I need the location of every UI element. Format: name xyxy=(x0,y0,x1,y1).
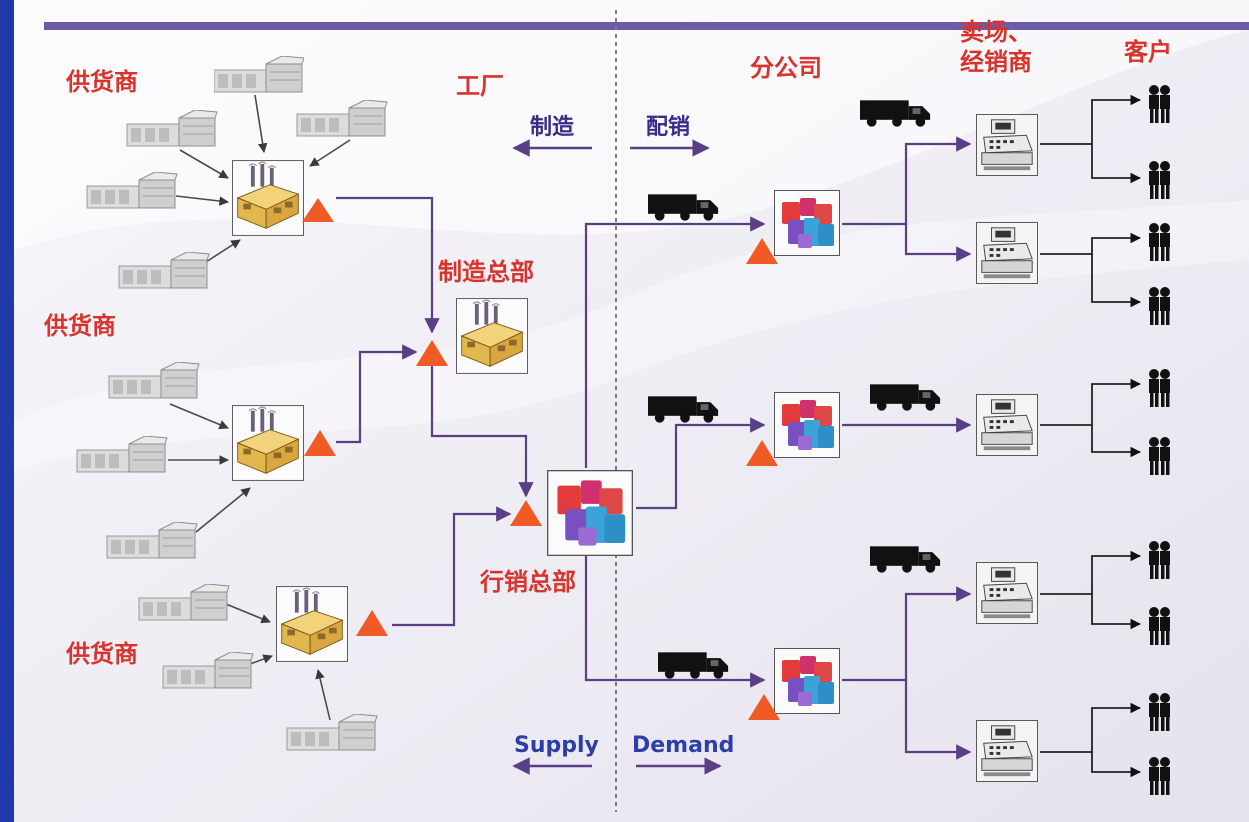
edge-branch1-retail1 xyxy=(842,136,972,226)
cash-register-icon xyxy=(976,114,1038,176)
label-demand: Demand xyxy=(632,733,734,758)
factory-icon-mfg-hq xyxy=(456,298,528,374)
background-swoosh xyxy=(14,0,1249,250)
factory-icon-mid xyxy=(232,405,304,481)
customer-edges xyxy=(1040,94,1142,778)
label-retail-line2: 经销商 xyxy=(960,48,1032,76)
inventory-triangle-icon xyxy=(302,198,334,222)
inventory-triangle-icon xyxy=(416,340,448,366)
cash-register-icon xyxy=(976,394,1038,456)
edge-factory-bottom xyxy=(392,506,512,627)
inventory-boxes-icon-branch-2 xyxy=(774,392,840,458)
inventory-triangle-icon xyxy=(748,694,780,720)
top-divider-bar xyxy=(44,22,1249,30)
cash-register-icon xyxy=(976,562,1038,624)
edge-factory-mid xyxy=(336,344,418,444)
factory-icon-bottom xyxy=(276,586,348,662)
edge-branch3-retail4 xyxy=(842,586,972,682)
cash-register-icon xyxy=(976,222,1038,284)
edge-to-branch-3 xyxy=(584,556,766,688)
inventory-triangle-icon xyxy=(510,500,542,526)
label-supply: Supply xyxy=(514,733,599,758)
label-suppliers-bottom: 供货商 xyxy=(65,640,138,668)
cash-register-icon xyxy=(976,720,1038,782)
inventory-triangles xyxy=(302,198,780,720)
edge-to-branch-1 xyxy=(584,216,766,468)
label-distribution: 配销 xyxy=(646,115,690,140)
inventory-boxes-icon-branch-3 xyxy=(774,648,840,714)
label-marketing-hq: 行销总部 xyxy=(479,568,576,596)
label-manufacturing: 制造 xyxy=(530,115,574,140)
label-branch: 分公司 xyxy=(750,54,822,82)
label-factory: 工厂 xyxy=(456,72,504,100)
label-mfg-hq: 制造总部 xyxy=(438,258,534,286)
label-suppliers-top: 供货商 xyxy=(65,68,138,96)
factory-icon-top xyxy=(232,160,304,236)
inventory-boxes-icon-branch-1 xyxy=(774,190,840,256)
inventory-triangle-icon xyxy=(746,440,778,466)
edge-factory-top xyxy=(336,196,440,334)
edge-mfg-to-marketing xyxy=(430,364,534,498)
background-swoosh-2 xyxy=(14,200,1249,470)
edge-to-branch-2 xyxy=(636,417,766,510)
label-retail-line1: 卖场、 xyxy=(960,18,1032,46)
edge-branch1-retail2 xyxy=(904,224,972,262)
supplier-edges xyxy=(168,94,351,721)
inventory-triangle-icon xyxy=(746,238,778,264)
edge-branch3-retail5 xyxy=(904,680,972,760)
label-suppliers-mid: 供货商 xyxy=(43,312,116,340)
inventory-triangle-icon xyxy=(356,610,388,636)
inventory-boxes-icon-marketing-hq xyxy=(546,470,634,556)
inventory-triangle-icon xyxy=(304,430,336,456)
label-customer: 客户 xyxy=(1124,38,1172,66)
